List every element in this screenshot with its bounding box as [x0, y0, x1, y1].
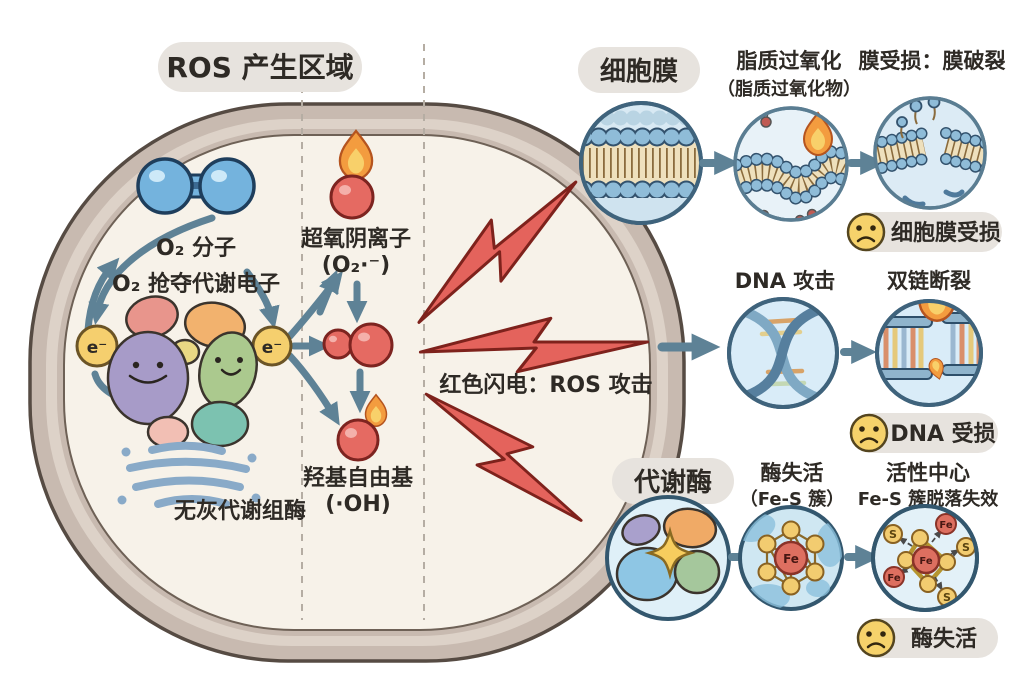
enzyme-result-label: 酶失活 [911, 627, 977, 652]
arrow-fan-down [286, 352, 340, 426]
detached-s-label: S [943, 591, 951, 604]
enzyme-caption: 无灰代谢组酶 [174, 498, 306, 524]
enzyme-step2-title: 酶失活 [761, 461, 824, 485]
membrane-step2-sub: （脂质过氧化物） [717, 78, 861, 100]
enzyme-blobs [615, 507, 721, 602]
membrane-label: 细胞膜 [600, 56, 678, 87]
peroxide-molecule-icon [322, 322, 394, 368]
hydroxyl-name: 羟基自由基 [303, 465, 414, 491]
arrow-cycle-up [84, 257, 120, 334]
detached-fe-label: Fe [887, 573, 900, 584]
arrow-steal-to-electron [243, 268, 280, 329]
electron-left: e⁻ [75, 324, 119, 368]
page-title: ROS 产生区域 [166, 51, 353, 84]
fes-cluster-circle: Fe [738, 505, 844, 611]
membrane-peroxidation-circle [733, 106, 849, 222]
lightning-caption: 红色闪电：ROS 攻击 [439, 372, 652, 398]
electron-right-label: e⁻ [262, 338, 283, 358]
electron-left-label: e⁻ [87, 338, 108, 358]
hydroxyl-icon [336, 394, 388, 462]
arrow-up-to-superoxide [316, 269, 339, 316]
dna-row: DNA 攻击 双链断裂 [657, 269, 998, 453]
fes-cluster-nodes [757, 520, 825, 596]
dna-broken-circle [875, 299, 983, 407]
sparkle-star-icon [644, 526, 696, 580]
er-stack-icon [117, 441, 261, 508]
o2-steal-label: O₂ 抢夺代谢电子 [112, 271, 280, 297]
fes-broken-circle: Fe Fe Fe S S S [871, 504, 979, 612]
detached-pieces: Fe Fe S S S [883, 513, 976, 607]
membrane-ruptured-circle [873, 96, 987, 210]
sad-face-icon [846, 212, 886, 252]
membrane-result-label: 细胞膜受损 [891, 220, 1001, 246]
membrane-result: 细胞膜受损 [846, 212, 1002, 252]
title-pill: ROS 产生区域 [158, 42, 362, 92]
o2-molecule-icon [136, 157, 256, 215]
dna-result: DNA 受损 [849, 413, 998, 453]
fe-center-label: Fe [783, 552, 799, 566]
broken-cluster-nodes [897, 529, 956, 593]
enzyme-step3-line2: Fe-S 簇脱落失效 [858, 488, 999, 510]
enzyme-step3-line1: 活性中心 [886, 461, 970, 485]
enzyme-pill: 代谢酶 [612, 458, 734, 504]
detached-s-label: S [962, 541, 970, 554]
dna-step2-title: 双链断裂 [887, 269, 971, 293]
membrane-step2-title: 脂质过氧化 [737, 49, 842, 73]
o2-label: O₂ 分子 [156, 236, 236, 261]
superoxide-icon [329, 129, 375, 220]
enzyme-circle [605, 495, 731, 621]
dna-result-label: DNA 受损 [890, 421, 995, 447]
superoxide-formula: (O₂·⁻) [322, 253, 390, 278]
superoxide-name: 超氧阴离子 [301, 226, 411, 252]
electron-right: e⁻ [251, 325, 293, 367]
membrane-step3-title: 膜受损：膜破裂 [859, 49, 1006, 73]
dna-step1-title: DNA 攻击 [735, 269, 836, 293]
enzyme-faces [132, 357, 243, 369]
sad-face-icon [849, 413, 889, 453]
membrane-pill: 细胞膜 [578, 47, 700, 93]
enzyme-step2-sub: （Fe-S 簇） [740, 488, 844, 510]
broken-fe-center-label: Fe [919, 556, 932, 567]
enzyme-row: 代谢酶 酶失活 （Fe-S 簇） 活性中心 Fe-S 簇脱落失效 [605, 458, 999, 658]
membrane-row: 细胞膜 脂质过氧化 （脂质过氧化物） 膜受损：膜破裂 [578, 47, 1006, 252]
enzyme-label: 代谢酶 [633, 467, 712, 498]
dna-helix-circle [727, 297, 839, 409]
hydroxyl-formula: (·OH) [325, 492, 391, 517]
enzyme-cluster-icon [106, 295, 258, 449]
arrow-o2-to-electron [88, 214, 216, 326]
cell-arrows [84, 214, 371, 426]
detached-s-label: S [889, 528, 897, 541]
enzyme-result: 酶失活 [856, 618, 998, 658]
sad-face-icon [856, 618, 896, 658]
detached-fe-label: Fe [939, 520, 952, 531]
ladder-rails [877, 312, 981, 380]
